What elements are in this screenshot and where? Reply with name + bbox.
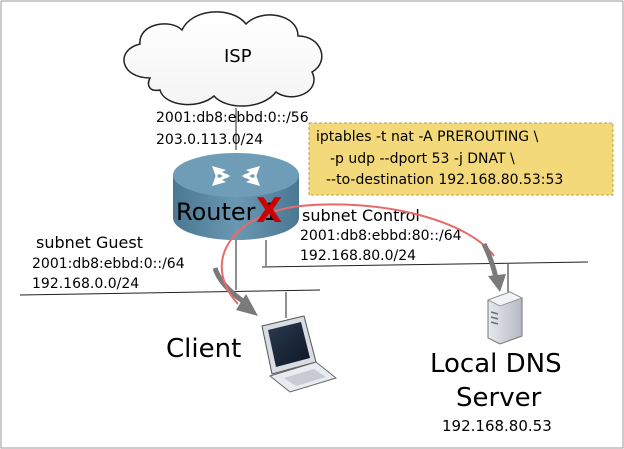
- subnet-guest-label: subnet Guest: [36, 233, 143, 252]
- router-arrows-icon: [212, 166, 260, 186]
- iptables-line-2: -p udp --dport 53 -j DNAT \: [330, 151, 515, 167]
- iptables-note-box: [308, 122, 614, 196]
- isp-cloud-icon: [123, 11, 323, 107]
- router-ipv6-prefix: 2001:db8:ebbd:0::/56: [156, 110, 309, 126]
- subnet-guest-ipv4: 192.168.0.0/24: [32, 276, 139, 292]
- dnat-redirect-arrow: [481, 242, 506, 292]
- router-ipv4-prefix: 203.0.113.0/24: [156, 132, 263, 148]
- dnat-redirect-arc: [220, 203, 495, 305]
- dns-server-label-line-1: Local DNS: [430, 349, 562, 379]
- client-label: Client: [166, 334, 241, 364]
- iptables-line-3: --to-destination 192.168.80.53:53: [326, 172, 563, 188]
- laptop-icon: [261, 315, 338, 393]
- router-icon: [173, 153, 299, 240]
- subnet-control-ipv6: 2001:db8:ebbd:80::/64: [300, 228, 462, 244]
- server-icon: [486, 291, 524, 345]
- subnet-control-ipv4: 192.168.80.0/24: [300, 248, 416, 264]
- router-label: Router 1: [176, 198, 278, 226]
- iptables-line-1: iptables -t nat -A PREROUTING \: [316, 129, 539, 145]
- subnet-control-line: [261, 261, 589, 268]
- isp-label: ISP: [224, 46, 252, 67]
- subnet-control-label: subnet Control: [302, 206, 420, 225]
- subnet-guest-line: [19, 289, 321, 296]
- dns-server-label-line-2: Server: [456, 383, 542, 413]
- dns-server-ip: 192.168.80.53: [442, 417, 552, 435]
- subnet-guest-ipv6: 2001:db8:ebbd:0::/64: [32, 256, 185, 272]
- blocked-x-icon: X: [256, 191, 282, 231]
